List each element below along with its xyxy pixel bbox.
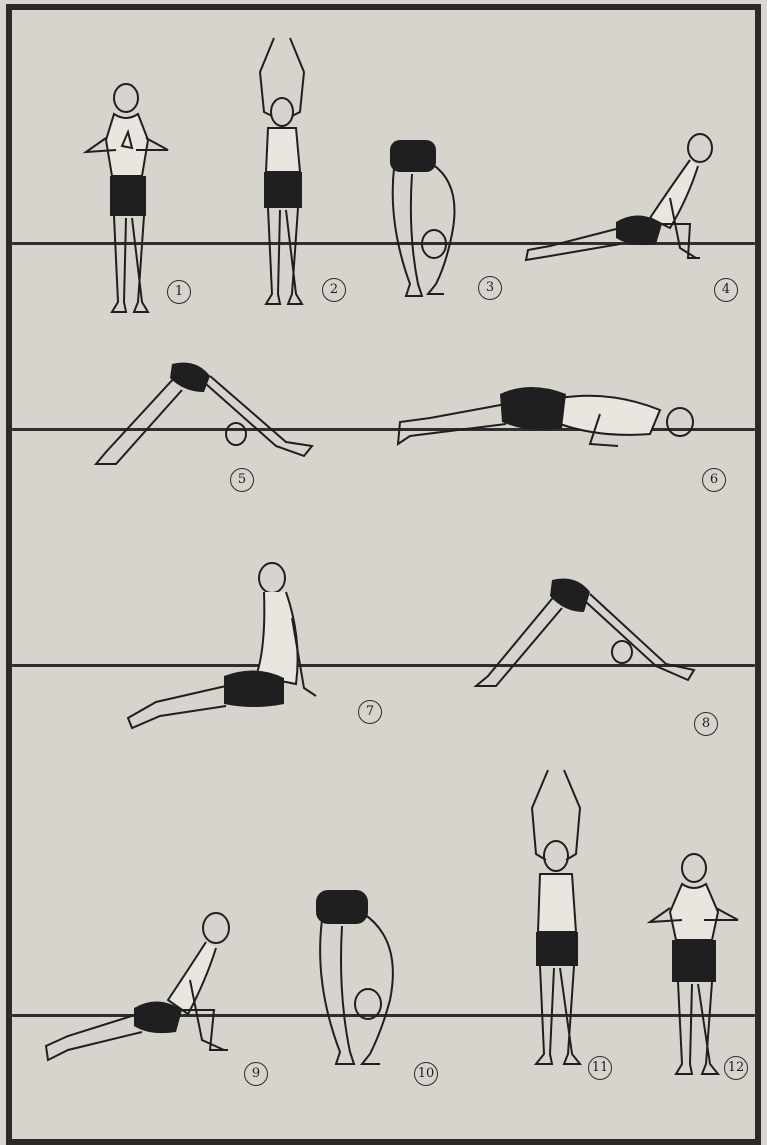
pose-3-forward-fold-figure: [382, 134, 474, 302]
step-number-4: 4: [714, 278, 738, 302]
step-number-5: 5: [230, 468, 254, 492]
step-number-6: 6: [702, 468, 726, 492]
pose-6-eight-limbed-figure: [390, 374, 710, 458]
step-number-1: 1: [167, 280, 191, 304]
step-number-9: 9: [244, 1062, 268, 1086]
illustration-panel: 1 2 3 4: [6, 4, 761, 1145]
pose-5-downward-dog-figure: [86, 356, 326, 476]
pose-10-forward-fold-figure: [310, 884, 414, 1074]
step-number-12: 12: [724, 1056, 748, 1080]
pose-1-prayer-figure: [76, 80, 176, 316]
step-number-7: 7: [358, 700, 382, 724]
step-number-2: 2: [322, 278, 346, 302]
step-number-11: 11: [588, 1056, 612, 1080]
pose-2-raised-arms-figure: [244, 32, 320, 312]
step-number-3: 3: [478, 276, 502, 300]
pose-12-prayer-figure: [642, 850, 746, 1084]
pose-11-raised-arms-figure: [518, 764, 594, 1074]
pose-8-downward-dog-figure: [466, 572, 706, 692]
pose-4-lunge-figure: [520, 128, 720, 278]
pose-7-cobra-figure: [116, 558, 346, 738]
pose-9-lunge-figure: [38, 910, 248, 1070]
step-number-10: 10: [414, 1062, 438, 1086]
step-number-8: 8: [694, 712, 718, 736]
